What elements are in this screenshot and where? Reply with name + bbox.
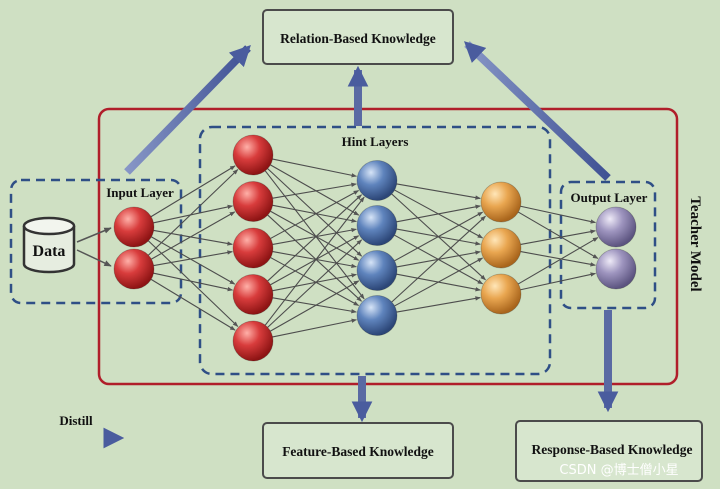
- connection-input-to-hidden-1: [148, 169, 239, 256]
- hidden-1-node-5: [232, 320, 274, 362]
- distill-label: Distill: [59, 413, 93, 428]
- hidden-1-node-3: [232, 227, 274, 269]
- connection-input-to-hidden-1: [150, 165, 236, 218]
- hidden-1-node-1: [232, 134, 274, 176]
- response-label: Response-Based Knowledge: [532, 442, 693, 457]
- connection-hidden-2-to-hidden-3: [394, 257, 484, 307]
- connection-input-to-hidden-1: [153, 204, 234, 224]
- connection-hidden-2-to-hidden-3: [396, 296, 481, 313]
- connection-input-to-hidden-1: [153, 229, 233, 246]
- output-node-1: [595, 206, 637, 248]
- hidden-2-node-4: [356, 295, 398, 336]
- connection-hidden-1-to-hidden-2: [272, 158, 357, 178]
- feature-box: [262, 422, 454, 479]
- data-arrow-2: [76, 249, 112, 267]
- watermark: CSDN @博士僧小星: [559, 463, 678, 478]
- connection-hidden-1-to-hidden-2: [272, 273, 357, 292]
- network-connections: [148, 158, 599, 338]
- connection-hidden-3-to-output: [520, 229, 596, 245]
- connection-input-to-hidden-1: [153, 272, 234, 292]
- connection-hidden-1-to-hidden-2: [267, 168, 363, 257]
- connection-hidden-1-to-hidden-2: [264, 170, 365, 300]
- connection-input-to-hidden-1: [151, 236, 236, 285]
- connection-hidden-3-to-output: [520, 251, 596, 267]
- response-box: [515, 420, 703, 482]
- data-input-region: [9, 178, 183, 305]
- connection-hidden-1-to-hidden-2: [267, 214, 362, 302]
- connection-hidden-2-to-hidden-3: [396, 204, 481, 223]
- connection-hidden-1-to-hidden-2: [270, 190, 360, 239]
- feature-label: Feature-Based Knowledge: [282, 444, 434, 459]
- data-label: Data: [33, 243, 66, 260]
- connection-hidden-1-to-hidden-2: [270, 235, 360, 286]
- connection-hidden-2-to-hidden-3: [396, 183, 481, 200]
- hint-layers-label: Hint Layers: [342, 134, 409, 149]
- connection-hidden-1-to-hidden-2: [272, 182, 357, 199]
- connection-hidden-1-to-hidden-2: [272, 251, 357, 269]
- connection-hidden-1-to-hidden-2: [272, 204, 357, 223]
- arrow-input-to-relation: [124, 45, 251, 175]
- connection-hidden-1-to-hidden-2: [272, 318, 357, 338]
- connection-hidden-1-to-hidden-2: [267, 194, 362, 282]
- input-layer-label: Input Layer: [106, 185, 174, 200]
- hidden-1-node-4: [232, 274, 274, 315]
- connection-hidden-3-to-output: [518, 237, 599, 285]
- hint-layers-region: [198, 125, 552, 376]
- relation-label: Relation-Based Knowledge: [280, 31, 436, 46]
- connection-input-to-hidden-1: [150, 278, 236, 331]
- hidden-2-node-2: [356, 205, 398, 246]
- connection-hidden-2-to-hidden-3: [391, 215, 486, 303]
- connection-hidden-1-to-hidden-2: [264, 196, 365, 326]
- connection-hidden-1-to-hidden-2: [267, 239, 363, 328]
- hidden-2-node-3: [356, 250, 398, 291]
- connection-input-to-hidden-1: [148, 240, 239, 327]
- connection-hidden-1-to-hidden-2: [272, 227, 357, 245]
- teacher-model-label: Teacher Model: [687, 196, 703, 291]
- data-cylinder-icon: [22, 216, 76, 274]
- input-node-1: [113, 206, 155, 248]
- connection-hidden-1-to-hidden-2: [270, 280, 360, 332]
- connection-hidden-1-to-hidden-2: [270, 164, 360, 216]
- input-node-2: [113, 248, 155, 290]
- relation-box: [262, 9, 454, 65]
- teacher-model-border: [97, 107, 679, 386]
- network-nodes: [113, 134, 637, 362]
- hidden-3-node-2: [480, 227, 522, 269]
- hidden-3-node-3: [480, 273, 522, 315]
- connection-hidden-3-to-output: [518, 211, 599, 259]
- connection-hidden-1-to-hidden-2: [272, 297, 357, 314]
- connection-hidden-1-to-hidden-2: [270, 210, 360, 261]
- hidden-1-node-2: [232, 181, 274, 222]
- connection-hidden-3-to-output: [520, 272, 597, 291]
- output-layer-region: [559, 180, 657, 310]
- connection-input-to-hidden-1: [153, 250, 233, 267]
- arrow-output-to-relation: [463, 41, 611, 181]
- hidden-3-node-1: [480, 181, 522, 223]
- connection-input-to-hidden-1: [151, 211, 236, 260]
- data-arrow-1: [76, 227, 112, 243]
- output-node-2: [595, 248, 637, 290]
- connection-hidden-2-to-hidden-3: [394, 211, 484, 262]
- output-layer-label: Output Layer: [571, 190, 648, 205]
- hidden-2-node-1: [356, 160, 398, 201]
- connection-hidden-3-to-output: [520, 205, 597, 224]
